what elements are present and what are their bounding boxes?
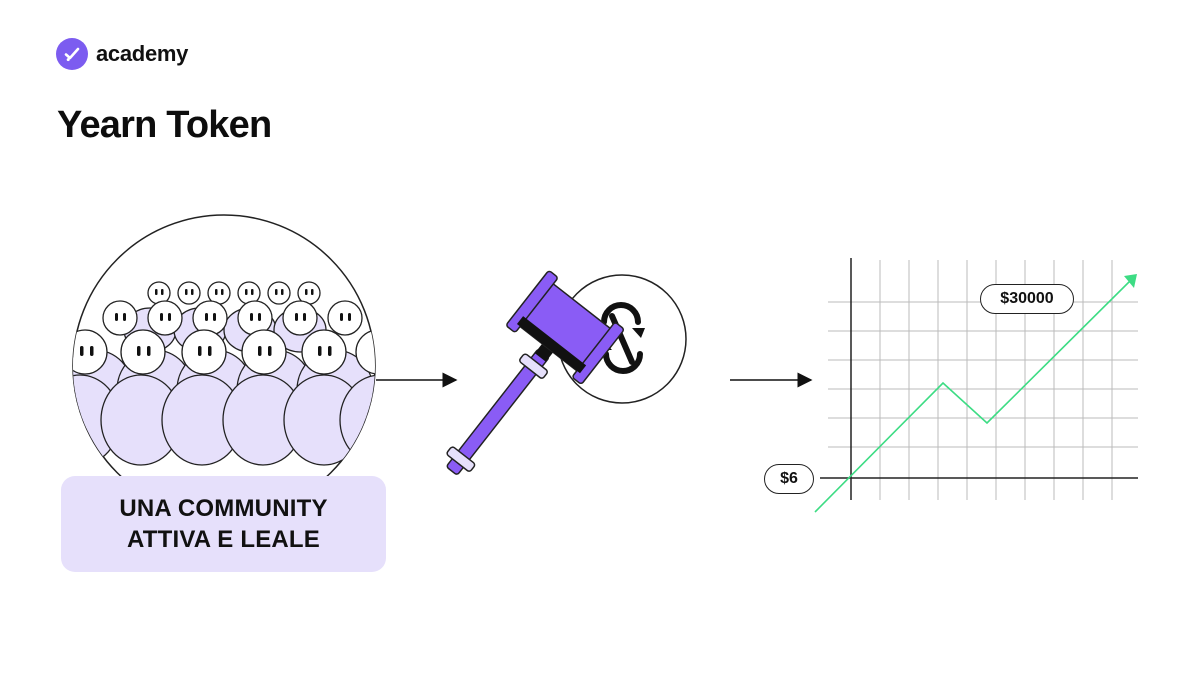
check-badge-icon — [56, 38, 88, 70]
price-chart — [814, 258, 1138, 513]
community-crowd-illustration — [72, 214, 376, 518]
page-title: Yearn Token — [57, 104, 272, 146]
price-line-arrowhead — [1124, 274, 1137, 288]
brand: academy — [56, 38, 188, 70]
start-price-label: $6 — [764, 464, 814, 494]
brand-name: academy — [96, 41, 189, 66]
caption-line-2: ATTIVA E LEALE — [126, 526, 321, 553]
gavel-icon — [446, 270, 624, 475]
community-caption-card: UNA COMMUNITY ATTIVA E LEALE — [61, 476, 386, 572]
caption-line-1: UNA COMMUNITY — [119, 495, 328, 522]
end-price-label: $30000 — [980, 284, 1074, 314]
price-line — [814, 279, 1132, 513]
